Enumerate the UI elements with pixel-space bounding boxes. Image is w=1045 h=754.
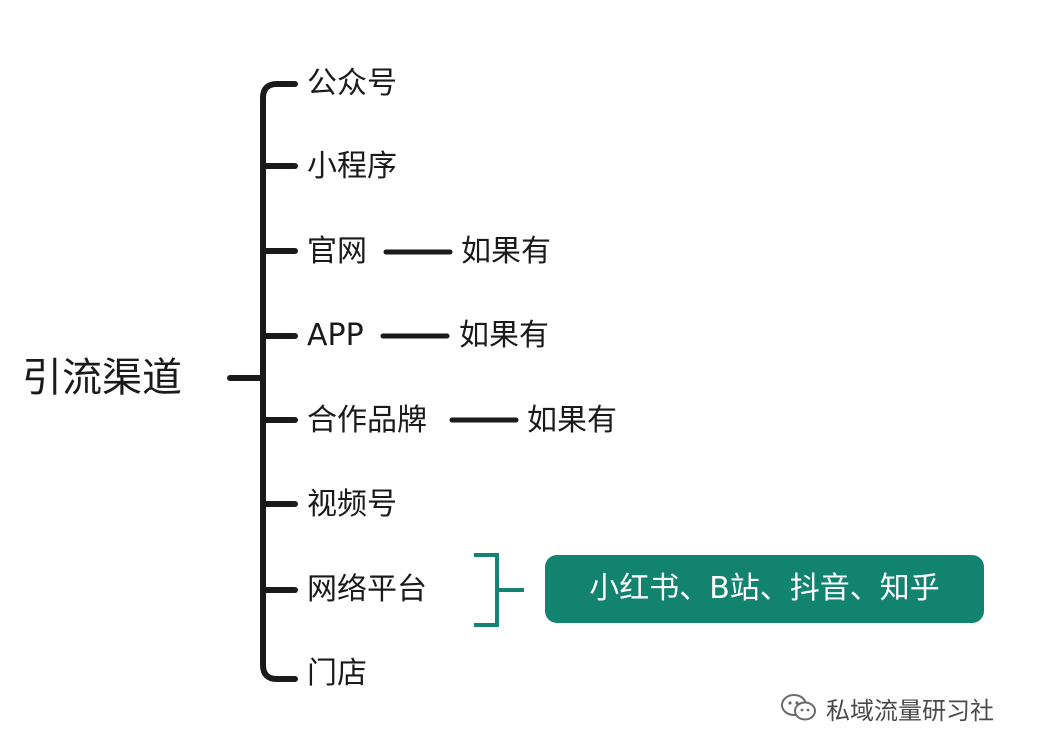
watermark-text: 私域流量研习社 xyxy=(826,696,994,725)
note-website: 如果有 xyxy=(461,234,551,269)
main-bracket xyxy=(260,81,298,682)
branch-partner-brand: 合作品牌 xyxy=(307,403,427,438)
wechat-chat-icon xyxy=(781,694,816,721)
note-partner-brand: 如果有 xyxy=(527,403,617,438)
branch-network-platform: 网络平台 xyxy=(307,572,427,607)
branch-mini-program: 小程序 xyxy=(307,149,397,184)
branch-store: 门店 xyxy=(307,656,367,691)
branch-website: 官网 xyxy=(307,234,367,269)
platforms-tag: 小红书、B站、抖音、知乎 xyxy=(545,555,984,623)
note-app: 如果有 xyxy=(459,318,549,353)
root-node: 引流渠道 xyxy=(22,355,182,401)
branch-video-account: 视频号 xyxy=(307,487,397,522)
branch-app: APP xyxy=(307,318,364,353)
watermark: 私域流量研习社 xyxy=(780,690,994,726)
branch-official-account: 公众号 xyxy=(307,66,397,101)
platform-bracket xyxy=(474,553,524,627)
